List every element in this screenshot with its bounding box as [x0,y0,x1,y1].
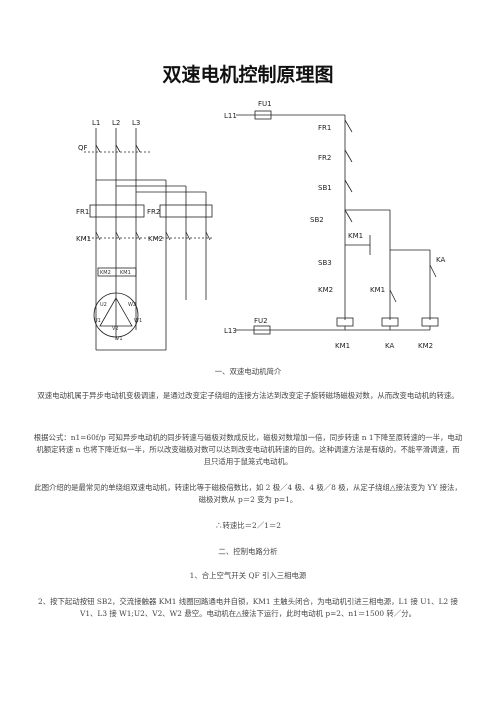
label-km2: KM2 [148,235,163,243]
label-fr1-ctrl: FR1 [318,124,331,132]
winding-u1: U1 [94,318,101,324]
motor-control-diagram: L1 L2 L3 QF FR1 FR2 KM1 KM2 KM2 KM1 U2 W… [76,100,445,351]
label-l11: L11 [224,112,237,120]
winding-v1: V1 [116,336,123,342]
label-l1: L1 [92,119,100,127]
section-2-paragraph-2: 2、按下起动按钮 SB2，交流接触器 KM1 线圈回路通电并自锁，KM1 主触头… [38,597,458,618]
label-km1b-ctrl: KM1 [370,286,385,294]
label-l13: L13 [224,327,237,335]
label-sb1: SB1 [318,184,332,192]
section-1-heading: 一、双速电动机简介 [214,367,282,376]
label-fr2-ctrl: FR2 [318,154,331,162]
section-2-paragraph-1: 1、合上空气开关 QF 引入三相电源 [189,571,307,580]
coil-ka: KA [385,342,394,350]
label-fr2: FR2 [147,208,160,216]
section-1-paragraph-2: 根据公式：n1=60f/p 可知异步电动机的同步转速与磁极对数成反比，磁极对数增… [33,433,463,466]
winding-u2: U2 [100,302,107,308]
label-fu2: FU2 [254,317,268,325]
section-1-paragraph-3: 此图介绍的是最常见的单绕组双速电动机，转速比等于磁极倍数比，如 2 极／4 极、… [34,483,462,504]
label-l2: L2 [112,119,120,127]
winding-w1: W1 [134,318,142,324]
section-2-heading: 二、控制电路分析 [218,547,278,556]
label-qf: QF [78,144,88,152]
label-fr1: FR1 [76,208,89,216]
winding-v2: V2 [112,326,119,332]
label-km2-ctrl: KM2 [318,286,333,294]
coil-km2: KM2 [418,342,433,350]
label-sb2: SB2 [310,216,324,224]
label-ka-ctrl: KA [436,256,445,264]
label-l3: L3 [132,119,140,127]
section-1-paragraph-4: ∴转速比＝2／1＝2 [215,521,281,530]
label-sb3: SB3 [318,259,332,267]
winding-w2: W2 [128,302,136,308]
page-title: 双速电机控制原理图 [162,64,334,86]
label-km1-star: KM1 [120,270,131,276]
section-1-paragraph-1: 双速电动机属于异步电动机变极调速，是通过改变定子绕组的连接方法达到改变定子旋转磁… [37,391,459,400]
label-km1: KM1 [76,235,91,243]
label-fu1: FU1 [258,100,272,108]
label-km2-star: KM2 [100,270,111,276]
coil-km1: KM1 [335,342,350,350]
label-km1-ctrl: KM1 [348,232,363,240]
